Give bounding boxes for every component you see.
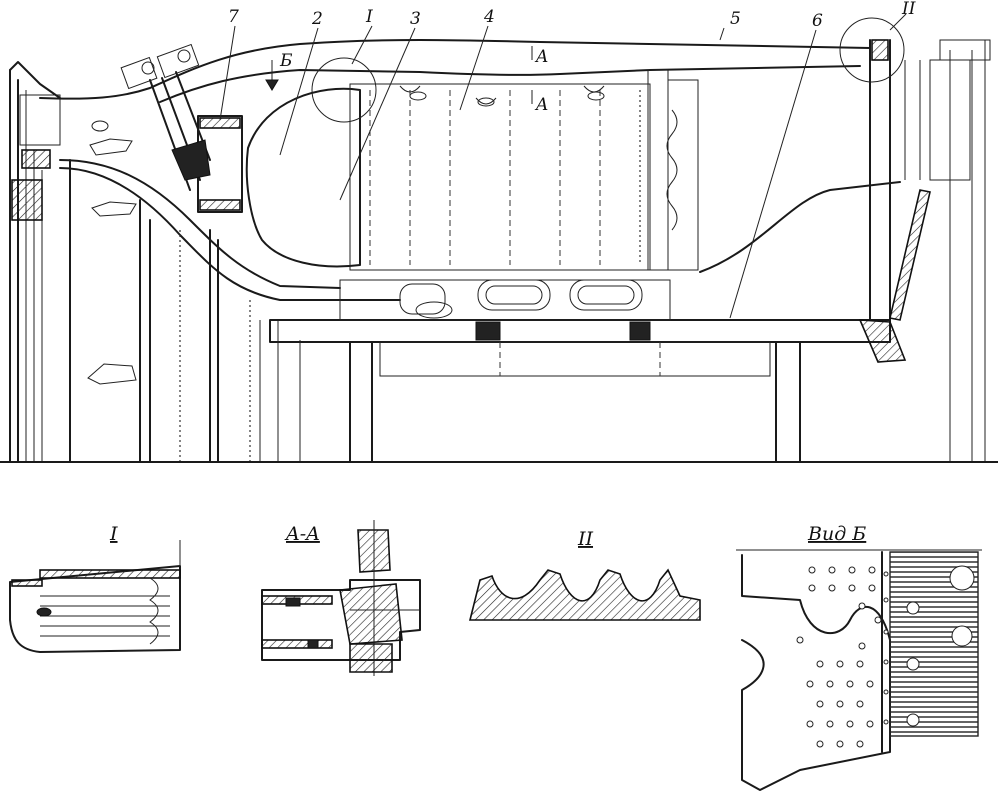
callout-leaders xyxy=(219,13,907,319)
callout-arrow-B: Б xyxy=(279,51,293,71)
detail-II-label: II xyxy=(577,528,594,550)
cooling-slots-top xyxy=(399,85,605,107)
view-B-label: Вид Б xyxy=(807,523,866,545)
detail-II-marker-circle xyxy=(839,17,905,83)
view-B: Вид Б xyxy=(736,523,982,791)
swirler-block xyxy=(171,115,243,213)
callout-7: 7 xyxy=(228,7,239,27)
view-B-hole-grid xyxy=(796,566,889,748)
callout-6: 6 xyxy=(812,11,823,31)
callout-3: 3 xyxy=(410,9,421,29)
detail-II-view: II xyxy=(468,528,701,621)
section-AA-view: A-A xyxy=(261,520,421,676)
flame-tube-contour xyxy=(59,159,341,289)
main-section: 7 2 I 3 4 5 6 II Б A A xyxy=(0,0,998,463)
liner-dome xyxy=(245,87,361,268)
detail-I-marker-circle xyxy=(311,57,377,123)
callout-2: 2 xyxy=(311,9,323,29)
inner-casing xyxy=(269,279,907,463)
liner-body xyxy=(349,69,699,271)
section-AA-label: A-A xyxy=(284,523,320,545)
outer-casing-inner-contour xyxy=(159,65,861,103)
inlet-flange xyxy=(9,61,61,463)
section-mark-A-bottom: A xyxy=(534,95,548,115)
callout-II: II xyxy=(901,0,916,19)
callout-4: 4 xyxy=(483,7,495,27)
detail-I-label: I xyxy=(109,523,118,545)
section-mark-A-top: A xyxy=(534,47,548,67)
support-struts xyxy=(0,120,998,463)
callout-I: I xyxy=(365,7,373,27)
detail-I-view: I xyxy=(9,523,181,653)
transition-duct xyxy=(666,39,991,462)
outer-casing-contour xyxy=(39,39,871,100)
callout-5: 5 xyxy=(730,9,741,29)
